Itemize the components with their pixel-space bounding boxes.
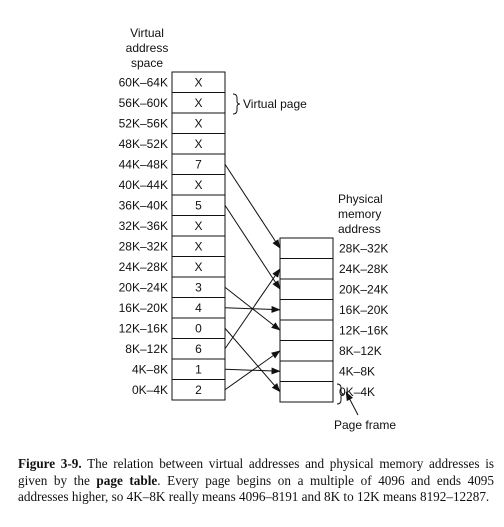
virtual-page-value: X <box>194 76 202 90</box>
page-table-diagram: Virtual address space Physical memory ad… <box>119 26 397 432</box>
page-frame-label: Page frame <box>334 418 396 432</box>
physical-frame-cell <box>279 319 334 341</box>
page-frame-brace <box>336 383 345 405</box>
virtual-page-range: 4K–8K <box>132 363 168 377</box>
physical-frame-label: 16K–20K <box>339 303 388 317</box>
virtual-page-range: 60K–64K <box>119 76 168 90</box>
virtual-page-range: 40K–44K <box>119 178 168 192</box>
virtual-page-range: 12K–16K <box>119 322 168 336</box>
physical-frame-cell <box>279 340 334 362</box>
virtual-page-range: 44K–48K <box>119 158 168 172</box>
virtual-page-value: 0 <box>195 322 202 336</box>
virtual-title-line-1: Virtual <box>130 26 164 40</box>
virtual-title-line-3: space <box>131 56 163 70</box>
virtual-page-value: 5 <box>195 199 202 213</box>
virtual-page-value: 1 <box>195 363 202 377</box>
virtual-page-range: 0K–4K <box>132 383 168 397</box>
virtual-page-range: 48K–52K <box>119 137 168 151</box>
physical-title-line-2: memory <box>338 207 381 221</box>
physical-frame-label: 24K–28K <box>339 262 388 276</box>
virtual-page-value: X <box>194 137 202 151</box>
virtual-page-range: 28K–32K <box>119 240 168 254</box>
virtual-page-value: X <box>194 219 202 233</box>
caption-text-before: The relation between virtual addresses a… <box>18 456 494 488</box>
virtual-page-value: 4 <box>195 301 202 315</box>
virtual-page-value: 7 <box>195 158 202 172</box>
physical-frame-cell <box>279 278 334 300</box>
virtual-page-brace <box>232 93 241 115</box>
virtual-page-label: Virtual page <box>243 97 307 111</box>
virtual-page-value: 2 <box>195 383 202 397</box>
physical-frame-label: 4K–8K <box>339 365 375 379</box>
figure-number: Figure 3-9. <box>18 456 82 471</box>
virtual-page-range: 24K–28K <box>119 260 168 274</box>
virtual-page-value: X <box>194 117 202 131</box>
virtual-page-value: 3 <box>195 281 202 295</box>
virtual-page-range: 36K–40K <box>119 199 168 213</box>
virtual-page-value: X <box>194 178 202 192</box>
physical-frame-cell <box>279 360 334 382</box>
mapping-arrows <box>224 163 281 393</box>
virtual-page-range: 56K–60K <box>119 96 168 110</box>
virtual-page-value: X <box>194 96 202 110</box>
virtual-page-range: 52K–56K <box>119 117 168 131</box>
physical-title-line-1: Physical <box>338 192 383 206</box>
virtual-page-range: 32K–36K <box>119 219 168 233</box>
virtual-title-line-2: address <box>126 41 169 55</box>
physical-frame-cell <box>279 237 334 259</box>
physical-title-line-3: address <box>338 222 381 236</box>
physical-frame-label: 12K–16K <box>339 324 388 338</box>
virtual-page-range: 20K–24K <box>119 281 168 295</box>
virtual-page-value: 6 <box>195 342 202 356</box>
physical-frame-label: 0K–4K <box>339 385 375 399</box>
virtual-page-value: X <box>194 240 202 254</box>
physical-frame-table: 28K–32K 24K–28K 20K–24K 16K–20K 12K–16K 8K–12… <box>279 237 388 403</box>
mapping-arrow <box>224 163 281 249</box>
physical-frame-cell <box>279 258 334 280</box>
virtual-page-range: 16K–20K <box>119 301 168 315</box>
virtual-page-value: X <box>194 260 202 274</box>
physical-frame-label: 28K–32K <box>339 242 388 256</box>
caption-text-after: . Every page begins on a multiple of 409… <box>18 472 494 505</box>
virtual-page-range: 8K–12K <box>125 342 168 356</box>
figure-caption: Figure 3-9. The relation between virtual… <box>18 456 494 506</box>
physical-frame-cell <box>279 299 334 321</box>
mapping-arrow <box>224 350 281 391</box>
mapping-arrow <box>224 327 281 393</box>
virtual-page-table: X 60K–64K X 56K–60K X 52K–56K X 48K–52K 7 44K–48K… <box>119 71 226 401</box>
physical-frame-cell <box>279 381 334 403</box>
caption-bold-term: page table <box>96 472 158 488</box>
mapping-arrow <box>224 268 281 350</box>
mapping-arrow <box>224 204 281 290</box>
physical-frame-label: 20K–24K <box>339 283 388 297</box>
physical-frame-label: 8K–12K <box>339 344 382 358</box>
page-frame-pointer <box>345 391 359 416</box>
